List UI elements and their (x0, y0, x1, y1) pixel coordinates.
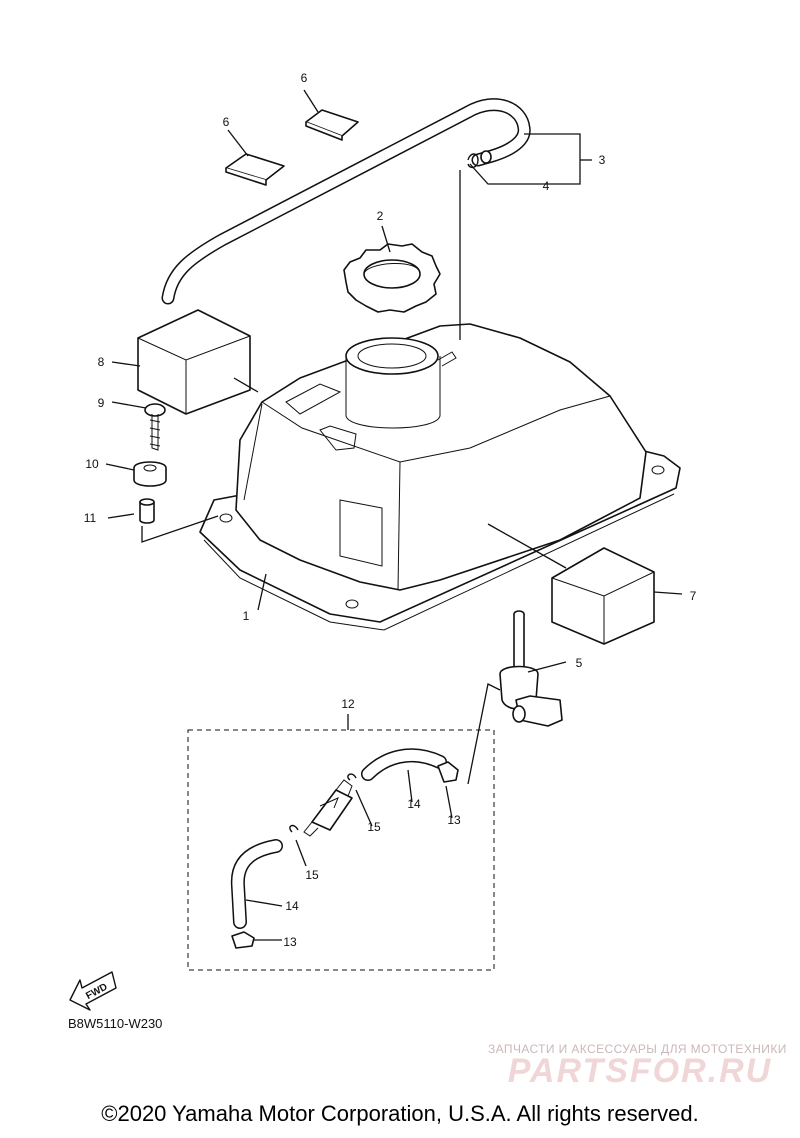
leader-lines (105, 89, 683, 941)
fuel-cap-part (343, 243, 441, 313)
callout-11: 11 (84, 511, 97, 525)
callout-7: 7 (690, 589, 697, 603)
fuel-tank-part (199, 323, 681, 631)
callout-14: 14 (407, 797, 421, 811)
warning-label-part (137, 309, 655, 645)
callout-12: 12 (341, 697, 355, 711)
callout-8: 8 (98, 355, 105, 369)
fwd-arrow-icon: FWD (69, 971, 117, 1011)
callout-13: 13 (447, 813, 461, 827)
hose-clip-part (289, 773, 357, 833)
hose-clip-part (467, 153, 479, 169)
callout-15: 15 (305, 868, 319, 882)
callout-2: 2 (377, 209, 384, 223)
callout-13: 13 (283, 935, 297, 949)
callout-3: 3 (599, 153, 606, 167)
damper-pad-part (225, 109, 359, 186)
callout-6: 6 (301, 71, 308, 85)
callout-6: 6 (223, 115, 230, 129)
callout-15: 15 (367, 820, 381, 834)
callout-5: 5 (576, 656, 583, 670)
copyright-notice: ©2020 Yamaha Motor Corporation, U.S.A. A… (101, 1101, 699, 1126)
hose-clamp-part (231, 761, 459, 949)
fuel-filter-part (303, 779, 353, 837)
callout-14: 14 (285, 899, 299, 913)
watermark-logo: PARTSFOR.RU (508, 1052, 772, 1090)
callout-9: 9 (98, 396, 105, 410)
callout-4: 4 (543, 179, 550, 193)
fuel-cock-part (499, 610, 563, 727)
svg-text:PARTSFOR.RU: PARTSFOR.RU (508, 1052, 772, 1090)
callout-1: 1 (243, 609, 250, 623)
callout-numbers: 6 6 3 4 2 8 9 10 11 1 7 5 12 14 15 13 15… (84, 71, 697, 949)
mounting-hardware-part (133, 403, 167, 524)
fuel-filter-kit-box (187, 729, 495, 971)
breather-hose-part (161, 98, 531, 305)
callout-10: 10 (85, 457, 99, 471)
fuel-hose-part (230, 748, 447, 929)
diagram-code: B8W5110-W230 (68, 1016, 163, 1031)
watermark-tagline: ЗАПЧАСТИ И АКСЕССУАРЫ ДЛЯ МОТОТЕХНИКИ (488, 1042, 787, 1056)
